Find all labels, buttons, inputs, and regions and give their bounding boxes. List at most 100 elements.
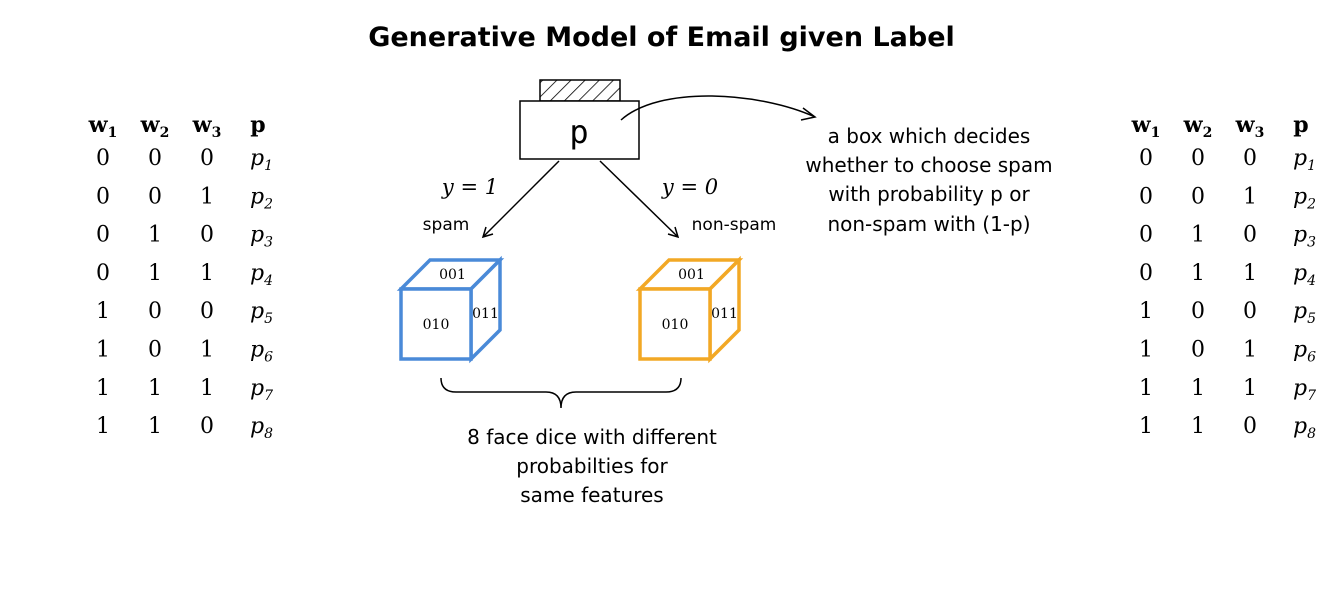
non-spam-die-front-label: 010: [662, 317, 689, 333]
selector-box-body: [519, 100, 640, 160]
table-cell: 0: [1243, 299, 1257, 324]
table-row: 0 1 1 p4: [1139, 261, 1316, 289]
table-row: 1 0 0 p5: [1139, 299, 1316, 327]
table-cell: 1: [200, 338, 214, 363]
brace-caption-line-2: probabilties for: [516, 454, 668, 478]
table-probability-cell: p7: [1293, 376, 1316, 404]
table-cell: 1: [1191, 223, 1205, 248]
table-probability-cell: p8: [250, 414, 273, 442]
table-cell: 0: [1191, 299, 1205, 324]
spam-die-top-label: 001: [439, 267, 466, 283]
table-probability-cell: p1: [1293, 146, 1316, 174]
table-cell: 0: [1139, 184, 1153, 209]
table-cell: 0: [148, 146, 162, 171]
table-header-cell: p: [1293, 112, 1308, 138]
table-probability-cell: p3: [1293, 223, 1316, 251]
brace-caption-line-1: 8 face dice with different: [467, 425, 717, 449]
table-cell: 0: [200, 414, 214, 439]
table-row: 1 1 1 p7: [1139, 376, 1316, 404]
table-cell: 0: [200, 299, 214, 324]
table-row: 1 1 0 p8: [1139, 414, 1316, 442]
table-probability-cell: p5: [1293, 299, 1316, 327]
table-row: 0 0 1 p2: [1139, 184, 1316, 212]
table-cell: 1: [1243, 184, 1257, 209]
non-spam-branch-label: non-spam: [692, 215, 777, 235]
table-probability-cell: p1: [250, 146, 273, 174]
table-cell: 1: [1191, 414, 1205, 439]
table-header-cell: w3: [192, 112, 222, 141]
table-probability-cell: p4: [1293, 261, 1316, 289]
table-cell: 0: [96, 223, 110, 248]
table-cell: 1: [1243, 261, 1257, 286]
table-cell: 0: [1139, 261, 1153, 286]
diagram-title: Generative Model of Email given Label: [368, 22, 955, 53]
table-probability-cell: p7: [250, 376, 273, 404]
non-spam-die-side-label: 011: [711, 306, 738, 322]
table-cell: 1: [96, 299, 110, 324]
table-cell: 1: [1139, 376, 1153, 401]
table-probability-cell: p2: [250, 184, 273, 212]
selector-box-label: p: [569, 113, 588, 151]
annotation-line-2: whether to choose spam: [805, 153, 1052, 177]
non-spam-branch-arrowhead: [667, 226, 680, 239]
table-cell: 1: [1139, 414, 1153, 439]
annotation-line-1: a box which decides: [828, 124, 1031, 148]
table-header-cell: w2: [1183, 112, 1213, 141]
table-header-cell: w1: [1131, 112, 1161, 141]
table-row: 1 0 0 p5: [96, 299, 273, 327]
table-cell: 0: [148, 338, 162, 363]
non-spam-branch-arrow: [599, 160, 679, 238]
table-cell: 1: [1243, 376, 1257, 401]
table-probability-cell: p4: [250, 261, 273, 289]
table-header-cell: w2: [140, 112, 170, 141]
spam-die-front-face: [399, 287, 473, 361]
spam-die-front-label: 010: [423, 317, 450, 333]
table-cell: 0: [148, 299, 162, 324]
table-cell: 0: [1191, 338, 1205, 363]
table-cell: 1: [148, 414, 162, 439]
table-cell: 1: [200, 184, 214, 209]
table-cell: 0: [200, 223, 214, 248]
table-probability-cell: p6: [250, 338, 273, 366]
spam-branch-equation: y = 1: [441, 175, 498, 199]
table-probability-cell: p6: [1293, 338, 1316, 366]
table-probability-cell: p8: [1293, 414, 1316, 442]
curly-brace: [440, 377, 682, 409]
annotation-line-3: with probability p or: [828, 182, 1030, 206]
table-header-cell: p: [250, 112, 265, 138]
table-cell: 1: [1139, 299, 1153, 324]
table-header-cell: w1: [88, 112, 118, 141]
table-cell: 1: [1191, 261, 1205, 286]
table-cell: 0: [96, 184, 110, 209]
table-header-cell: w3: [1235, 112, 1265, 141]
table-cell: 1: [96, 376, 110, 401]
selector-box-lid: [539, 79, 621, 102]
table-cell: 1: [148, 376, 162, 401]
table-cell: 1: [96, 338, 110, 363]
table-cell: 1: [200, 261, 214, 286]
table-cell: 1: [1191, 376, 1205, 401]
table-probability-cell: p5: [250, 299, 273, 327]
table-cell: 0: [1191, 184, 1205, 209]
table-cell: 0: [1243, 223, 1257, 248]
table-cell: 1: [96, 414, 110, 439]
table-cell: 0: [1243, 146, 1257, 171]
table-cell: 0: [1139, 223, 1153, 248]
table-cell: 0: [96, 261, 110, 286]
table-probability-cell: p2: [1293, 184, 1316, 212]
branch-arrows: [481, 160, 680, 239]
table-row: 1 1 0 p8: [96, 414, 273, 442]
table-cell: 1: [1243, 338, 1257, 363]
table-cell: 0: [96, 146, 110, 171]
table-cell: 0: [1243, 414, 1257, 439]
